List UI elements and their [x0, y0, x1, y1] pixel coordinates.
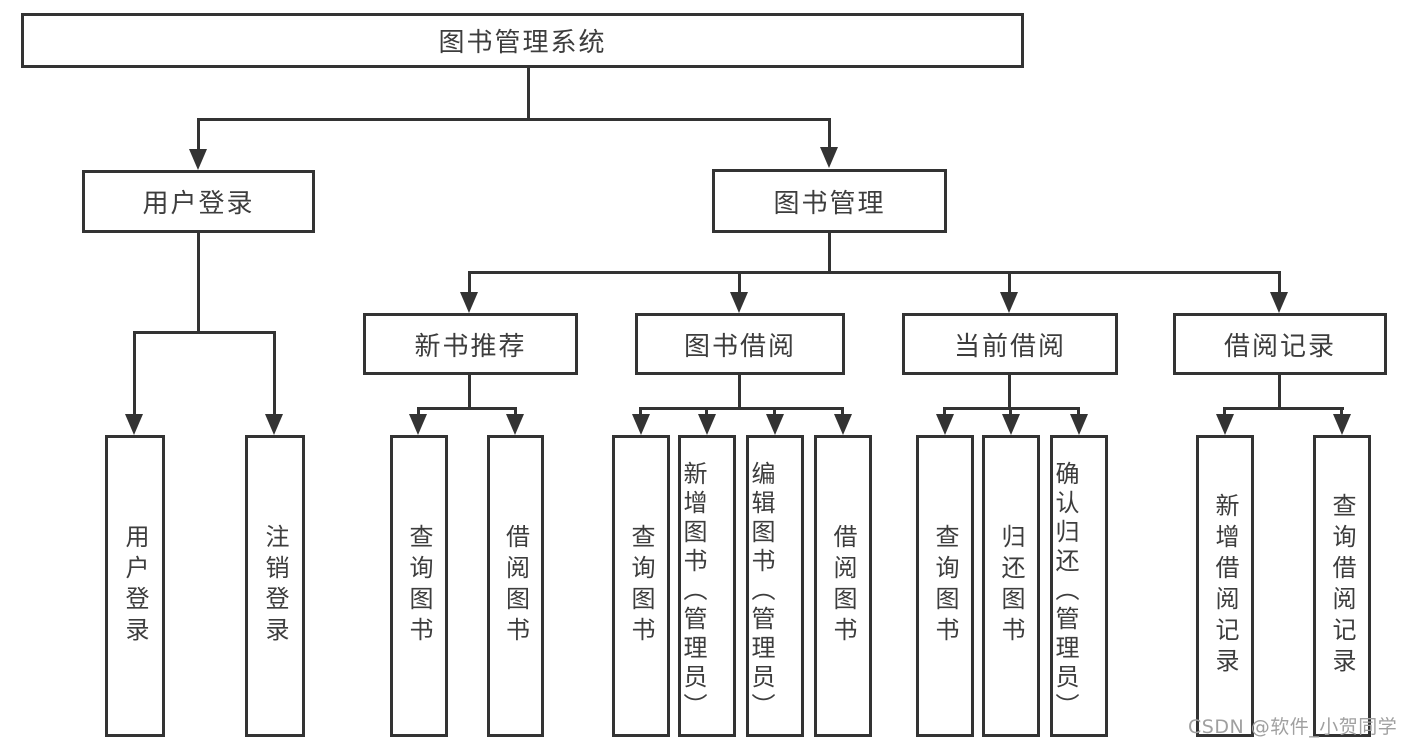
connector-arrow	[730, 292, 748, 313]
leaf-label: 查询图书	[405, 524, 433, 648]
connector-arrow	[698, 414, 716, 435]
connector-line	[133, 331, 276, 334]
connector-arrow	[409, 414, 427, 435]
node-book-management: 图书管理	[712, 169, 947, 233]
connector-line	[133, 331, 136, 417]
leaf-label: 用户登录	[121, 524, 149, 648]
connector-line	[417, 407, 420, 418]
connector-line	[639, 407, 844, 410]
leaf-borrow-books: 借阅图书	[814, 435, 872, 737]
connector-line	[197, 118, 200, 154]
connector-arrow	[834, 414, 852, 435]
leaf-query-borrow-record: 查询借阅记录	[1313, 435, 1371, 737]
connector-line	[943, 407, 946, 418]
connector-arrow	[936, 414, 954, 435]
connector-line	[527, 66, 530, 121]
leaf-logout: 注销登录	[245, 435, 305, 737]
leaf-add-books-admin: 新增图书（管理员）	[678, 435, 736, 737]
connector-line	[738, 271, 741, 297]
connector-line	[468, 271, 471, 297]
connector-arrow	[1216, 414, 1234, 435]
connector-line	[1278, 373, 1281, 410]
node-new-book-recommendation: 新书推荐	[363, 313, 578, 375]
leaf-label: 注销登录	[261, 524, 289, 648]
connector-line	[1340, 407, 1343, 418]
connector-line	[417, 407, 517, 410]
leaf-label: 查询图书	[627, 524, 655, 648]
node-book-borrowing: 图书借阅	[635, 313, 845, 375]
connector-line	[273, 331, 276, 417]
connector-line	[468, 271, 1281, 274]
connector-arrow	[125, 414, 143, 435]
connector-arrow	[1000, 292, 1018, 313]
connector-line	[828, 118, 831, 152]
connector-line	[197, 231, 200, 334]
connector-line	[1008, 373, 1011, 410]
connector-arrow	[1002, 414, 1020, 435]
connector-arrow	[1333, 414, 1351, 435]
connector-arrow	[265, 414, 283, 435]
leaf-label: 借阅图书	[829, 524, 857, 648]
connector-arrow	[1270, 292, 1288, 313]
connector-line	[828, 231, 831, 274]
connector-line	[738, 373, 741, 410]
leaf-label: 借阅图书	[501, 524, 530, 648]
connector-arrow	[189, 149, 207, 170]
leaf-query-books-current: 查询图书	[916, 435, 974, 737]
connector-arrow	[820, 147, 838, 168]
connector-line	[1009, 407, 1012, 418]
leaf-query-books-borrowing: 查询图书	[612, 435, 670, 737]
leaf-return-books: 归还图书	[982, 435, 1040, 737]
leaf-label: 新增图书（管理员）	[679, 460, 707, 722]
leaf-user-login: 用户登录	[105, 435, 165, 737]
connector-line	[1223, 407, 1226, 418]
connector-arrow	[632, 414, 650, 435]
csdn-watermark: CSDN @软件_小贺同学	[1188, 716, 1398, 738]
leaf-label: 确认归还（管理员）	[1051, 460, 1079, 722]
leaf-query-books-recommend: 查询图书	[390, 435, 448, 737]
leaf-label: 归还图书	[997, 524, 1025, 648]
connector-line	[1278, 271, 1281, 297]
leaf-add-borrow-record: 新增借阅记录	[1196, 435, 1254, 737]
leaf-label: 编辑图书（管理员）	[747, 460, 775, 722]
connector-line	[705, 407, 708, 418]
leaf-label: 查询借阅记录	[1328, 493, 1356, 679]
connector-line	[1223, 407, 1344, 410]
connector-line	[1077, 407, 1080, 418]
connector-line	[841, 407, 844, 418]
node-borrowing-records: 借阅记录	[1173, 313, 1387, 375]
connector-line	[773, 407, 776, 418]
connector-line	[639, 407, 642, 418]
node-user-login: 用户登录	[82, 170, 315, 233]
leaf-label: 查询图书	[931, 524, 959, 648]
leaf-confirm-return-admin: 确认归还（管理员）	[1050, 435, 1108, 737]
connector-line	[197, 118, 831, 121]
connector-arrow	[1070, 414, 1088, 435]
connector-line	[468, 373, 471, 410]
leaf-borrow-books-recommend: 借阅图书	[487, 435, 544, 737]
connector-arrow	[460, 292, 478, 313]
connector-line	[1008, 271, 1011, 297]
node-current-borrowing: 当前借阅	[902, 313, 1118, 375]
node-library-management-system: 图书管理系统	[21, 13, 1024, 68]
leaf-edit-books-admin: 编辑图书（管理员）	[746, 435, 804, 737]
leaf-label: 新增借阅记录	[1211, 493, 1239, 679]
connector-arrow	[766, 414, 784, 435]
connector-line	[514, 407, 517, 418]
connector-arrow	[506, 414, 524, 435]
